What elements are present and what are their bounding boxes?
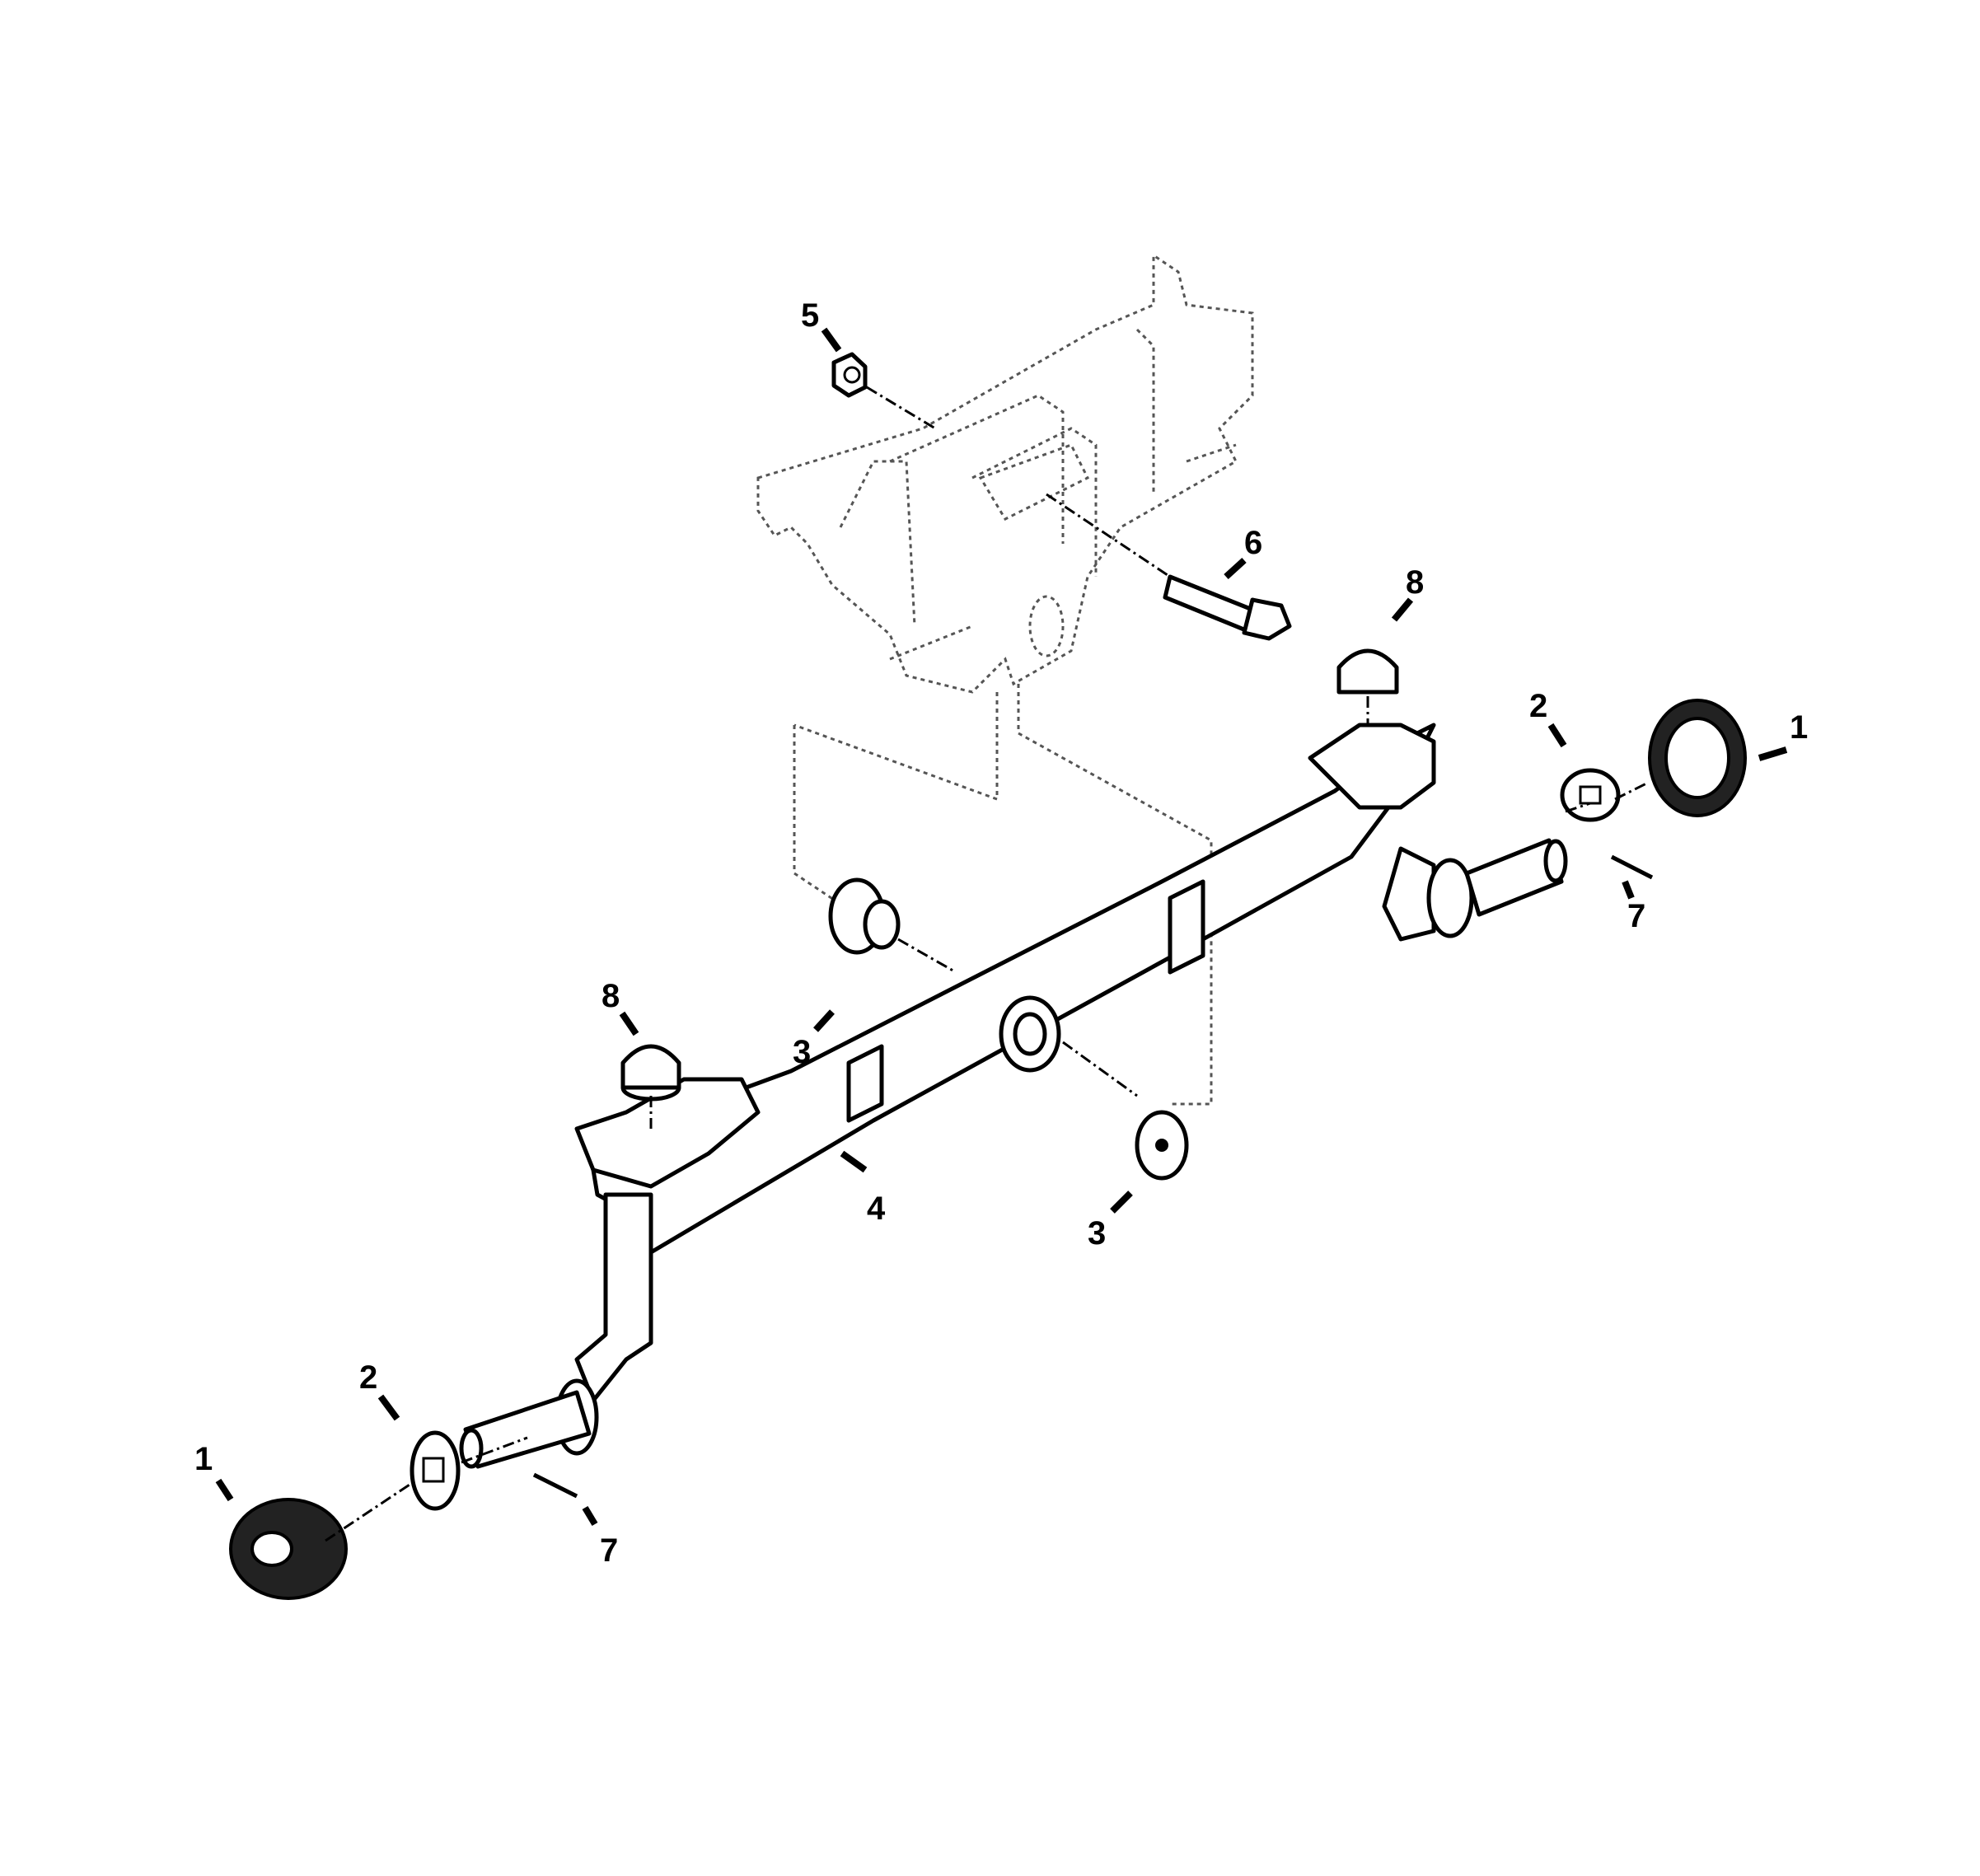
callout-3-upper: 3 — [793, 1034, 811, 1070]
callout-7-right: 7 — [1627, 898, 1645, 934]
callout-ticks — [215, 327, 1788, 1527]
hub-cap-right — [1648, 699, 1747, 817]
callout-6: 6 — [1244, 525, 1262, 561]
hub-cap-left — [229, 1498, 348, 1600]
callout-3-lower: 3 — [1088, 1215, 1106, 1251]
washer-left — [410, 1430, 461, 1511]
cotter-pin-right — [1610, 854, 1654, 880]
washer-right — [1560, 768, 1621, 822]
leader-lines — [325, 386, 1649, 1542]
bushing-lower — [1135, 1110, 1189, 1181]
hex-nut — [831, 352, 868, 398]
callout-7-left: 7 — [600, 1532, 618, 1569]
bushing-upper — [828, 877, 901, 955]
cap-right — [1336, 648, 1399, 695]
hex-bolt — [1163, 574, 1292, 641]
cap-left — [620, 1044, 681, 1102]
callout-4: 4 — [867, 1191, 886, 1227]
callout-8-left: 8 — [601, 978, 620, 1014]
frame-ghost — [756, 253, 1254, 1106]
cotter-pin-left — [532, 1472, 578, 1499]
callout-2-left: 2 — [359, 1359, 377, 1396]
callout-1-right: 1 — [1790, 709, 1808, 746]
callout-labels: 1 1 2 2 3 3 4 5 6 7 7 8 8 — [194, 297, 1808, 1569]
front-axle — [459, 723, 1568, 1469]
callout-5: 5 — [801, 297, 819, 334]
callout-8-right: 8 — [1406, 564, 1424, 601]
callout-2-right: 2 — [1529, 688, 1547, 724]
callout-1-left: 1 — [194, 1441, 213, 1477]
